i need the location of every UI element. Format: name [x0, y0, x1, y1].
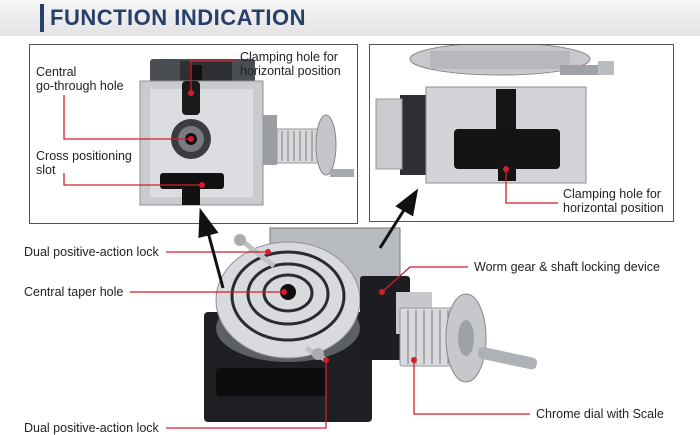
- right-label-clamping-line2: horizontal position: [563, 201, 664, 215]
- left-label-cross-line2: slot: [36, 163, 56, 177]
- left-label-central-line1: Central: [36, 65, 77, 79]
- right-detail-illustration: [375, 45, 614, 204]
- arrow-left-line: [206, 231, 225, 289]
- left-detail-panel: Clamping hole for horizontal position Ce…: [29, 44, 358, 224]
- label-central-taper-hole: Central taper hole: [24, 285, 124, 299]
- left-label-clamping-line2: horizontal position: [240, 64, 341, 78]
- left-label-cross-line1: Cross positioning: [36, 149, 132, 163]
- label-worm-gear-lock: Worm gear & shaft locking device: [474, 260, 660, 274]
- label-dual-lock-top: Dual positive-action lock: [24, 245, 159, 259]
- arrow-right-head: [395, 188, 419, 217]
- left-label-central-line2: go-through hole: [36, 79, 124, 93]
- right-detail-panel: Clamping hole for horizontal position: [369, 44, 674, 222]
- right-label-clamping-line1: Clamping hole for: [563, 187, 661, 201]
- label-dual-lock-bottom: Dual positive-action lock: [24, 421, 159, 435]
- page-title: FUNCTION INDICATION: [50, 5, 306, 30]
- left-detail-illustration: [63, 59, 354, 206]
- arrow-left-head: [198, 207, 219, 238]
- left-label-clamping-line1: Clamping hole for: [240, 50, 338, 64]
- header-accent-bar: [40, 4, 44, 32]
- arrow-right-line: [378, 209, 406, 249]
- central-taper-hole: [280, 284, 296, 300]
- label-chrome-dial: Chrome dial with Scale: [536, 407, 664, 421]
- header-bar: FUNCTION INDICATION: [0, 0, 700, 36]
